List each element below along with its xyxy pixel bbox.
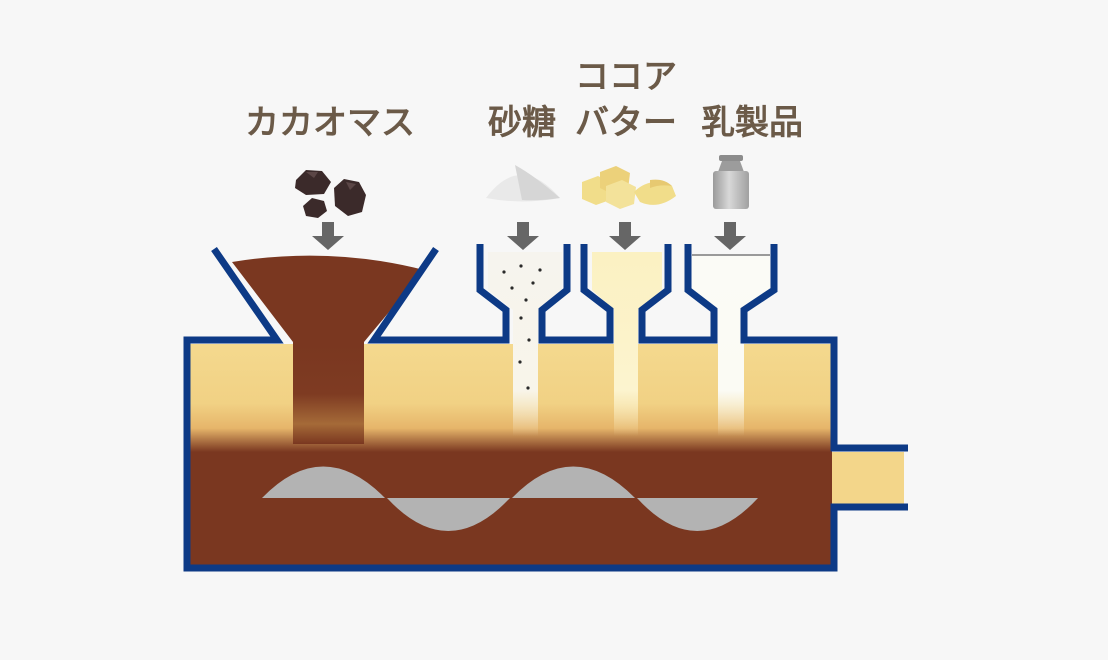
screw-conveyor-icon (262, 466, 758, 531)
label-cocoa-butter-line1: ココア (575, 57, 677, 97)
label-sugar: 砂糖 (488, 103, 556, 143)
label-dairy: 乳製品 (701, 103, 803, 143)
butter-icon (582, 166, 676, 209)
sugar-pile-icon (486, 165, 560, 202)
outlet-pipe (832, 452, 904, 504)
dairy-hopper (692, 254, 770, 436)
milk-can-icon (713, 155, 749, 209)
cocoa-butter-hopper (592, 252, 662, 436)
cacao-hopper (232, 255, 424, 444)
vessel-outline (183, 244, 908, 572)
sugar-grains (502, 264, 542, 390)
sugar-hopper (488, 252, 562, 436)
cacao-nibs-icon (295, 170, 366, 218)
down-arrow-icon (312, 222, 746, 250)
label-cocoa-butter-line2: バター (575, 103, 677, 143)
label-cacao-mass: カカオマス (245, 103, 415, 143)
